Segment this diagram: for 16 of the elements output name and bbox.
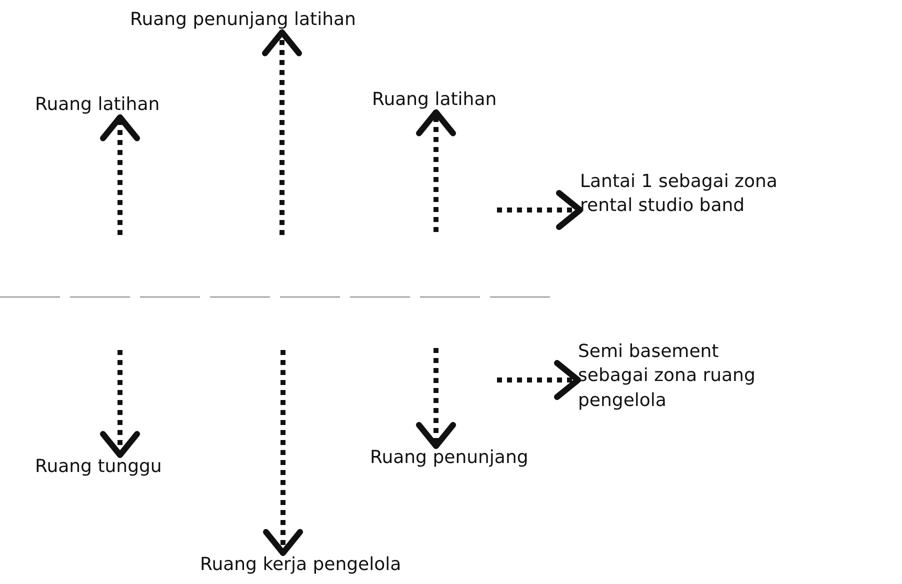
dotted-arrow bbox=[497, 190, 583, 230]
zone-label: Ruang tunggu bbox=[35, 455, 162, 479]
dotted-arrow bbox=[263, 350, 303, 556]
zone-label: Ruang latihan bbox=[35, 93, 160, 117]
dotted-arrow bbox=[262, 29, 302, 235]
zone-label: Semi basement sebagai zona ruang pengelola bbox=[578, 340, 756, 413]
dotted-arrow bbox=[416, 348, 456, 449]
zone-label: Lantai 1 sebagai zona rental studio band bbox=[580, 170, 778, 218]
dotted-arrow bbox=[100, 114, 140, 235]
zone-label: Ruang penunjang bbox=[370, 446, 528, 470]
dotted-arrow bbox=[416, 109, 456, 232]
zone-label: Ruang penunjang latihan bbox=[130, 8, 356, 32]
zone-label: Ruang kerja pengelola bbox=[200, 553, 402, 577]
dotted-arrow bbox=[100, 350, 140, 458]
zone-label: Ruang latihan bbox=[372, 88, 497, 112]
dotted-arrow bbox=[497, 360, 581, 400]
